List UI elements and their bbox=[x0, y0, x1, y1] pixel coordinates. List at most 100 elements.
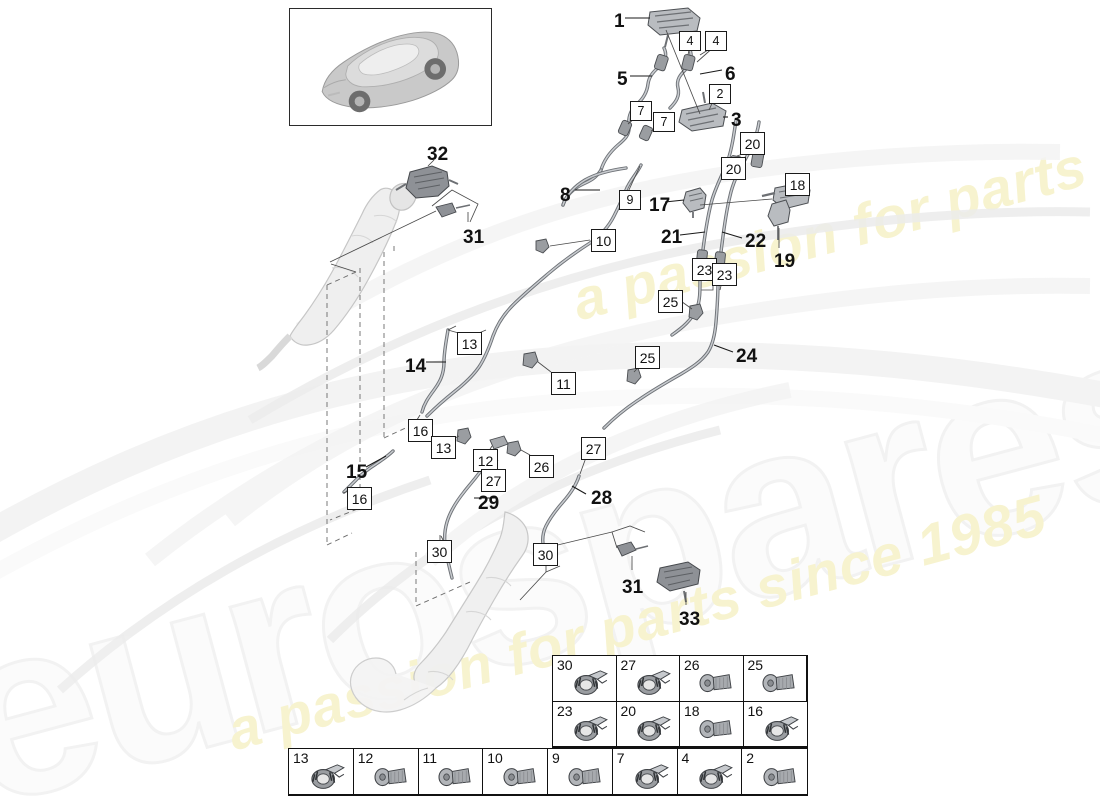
part-4b-clamp bbox=[681, 54, 696, 72]
legend-cell[interactable]: 7 bbox=[612, 749, 678, 795]
part-3-bracket bbox=[678, 91, 727, 132]
part-4a-clamp bbox=[653, 53, 669, 72]
legend-item-number: 18 bbox=[684, 702, 700, 719]
callout-box-20b[interactable]: 20 bbox=[721, 157, 746, 180]
callout-box-20a[interactable]: 20 bbox=[740, 132, 765, 155]
part-25b-clip bbox=[626, 367, 642, 385]
legend-item-number: 11 bbox=[422, 750, 438, 766]
callout-num-28[interactable]: 28 bbox=[591, 488, 613, 509]
legend-item-number: 20 bbox=[620, 702, 637, 719]
legend-cell[interactable]: 9 bbox=[548, 749, 613, 795]
legend-item-number: 23 bbox=[557, 702, 573, 719]
legend-item-number: 26 bbox=[684, 657, 700, 673]
callout-num-29[interactable]: 29 bbox=[478, 493, 500, 514]
legend-cell[interactable]: 18 bbox=[680, 701, 744, 747]
callout-box-23a[interactable]: 23 bbox=[692, 258, 717, 281]
legend-item-number: 7 bbox=[616, 750, 625, 766]
callout-box-7a[interactable]: 7 bbox=[630, 101, 652, 121]
legend-part-clamp-icon bbox=[305, 759, 347, 791]
callout-box-23b[interactable]: 23 bbox=[712, 263, 737, 286]
legend-item-number: 9 bbox=[552, 750, 560, 766]
callout-num-8[interactable]: 8 bbox=[560, 185, 571, 206]
callout-num-5[interactable]: 5 bbox=[617, 69, 628, 90]
legend-cell[interactable]: 2 bbox=[742, 749, 807, 795]
callout-box-26[interactable]: 26 bbox=[529, 455, 554, 478]
legend-cell[interactable]: 10 bbox=[483, 749, 548, 795]
legend-cell[interactable]: 26 bbox=[680, 656, 744, 702]
legend-item-number: 30 bbox=[557, 657, 573, 673]
part-10-clip bbox=[535, 238, 550, 254]
callout-box-16a[interactable]: 16 bbox=[408, 419, 433, 442]
callout-num-21[interactable]: 21 bbox=[661, 227, 683, 248]
part-33-bracket bbox=[656, 561, 701, 603]
legend-part-bolt-icon bbox=[759, 759, 801, 791]
legend-part-clamp-icon bbox=[759, 711, 801, 743]
part-12-bolt bbox=[489, 435, 509, 450]
legend-cell[interactable]: 4 bbox=[677, 749, 743, 795]
legend-item-number: 16 bbox=[747, 702, 764, 719]
legend-part-clamp-icon bbox=[629, 759, 671, 791]
callout-num-1[interactable]: 1 bbox=[614, 11, 625, 32]
callout-num-3[interactable]: 3 bbox=[731, 110, 742, 131]
callout-box-2[interactable]: 2 bbox=[709, 84, 731, 104]
legend-item-number: 2 bbox=[746, 750, 755, 766]
part-26-clip bbox=[506, 440, 522, 457]
callout-box-10[interactable]: 10 bbox=[591, 229, 616, 252]
part-25a-clip bbox=[688, 303, 704, 321]
callout-num-19[interactable]: 19 bbox=[774, 251, 796, 272]
callout-box-7b[interactable]: 7 bbox=[653, 112, 675, 132]
callout-box-30a[interactable]: 30 bbox=[427, 540, 452, 563]
legend-cell[interactable]: 12 bbox=[353, 749, 419, 795]
callout-box-13a[interactable]: 13 bbox=[457, 332, 482, 355]
callout-num-32[interactable]: 32 bbox=[427, 144, 449, 165]
legend-cell[interactable]: 25 bbox=[743, 656, 807, 702]
legend-part-clamp-icon bbox=[631, 665, 673, 697]
legend-part-bolt-icon bbox=[434, 759, 476, 791]
callout-box-30b[interactable]: 30 bbox=[533, 543, 558, 566]
legend-cell[interactable]: 30 bbox=[553, 656, 617, 702]
legend-cell[interactable]: 20 bbox=[616, 701, 680, 747]
callout-box-16b[interactable]: 16 bbox=[347, 487, 372, 510]
legend-item-number: 10 bbox=[487, 750, 503, 766]
callout-num-14[interactable]: 14 bbox=[405, 356, 427, 377]
callout-num-15[interactable]: 15 bbox=[346, 462, 368, 483]
legend-cell[interactable]: 23 bbox=[553, 701, 617, 747]
callout-box-4b[interactable]: 4 bbox=[705, 31, 727, 51]
legend-cell[interactable]: 16 bbox=[743, 701, 807, 747]
part-13b-clip bbox=[456, 427, 472, 445]
legend-part-bolt-icon bbox=[695, 711, 737, 743]
legend-part-clamp-icon bbox=[568, 711, 610, 743]
legend-cell[interactable]: 13 bbox=[289, 749, 354, 795]
callout-box-18[interactable]: 18 bbox=[785, 173, 810, 196]
part-31a-sensor bbox=[435, 202, 471, 218]
callout-num-17[interactable]: 17 bbox=[649, 195, 671, 216]
callout-num-6[interactable]: 6 bbox=[725, 64, 736, 85]
legend-part-bolt-icon bbox=[758, 665, 800, 697]
callout-box-25a[interactable]: 25 bbox=[658, 290, 683, 313]
legend-part-bolt-icon bbox=[695, 665, 737, 697]
legend-item-number: 27 bbox=[620, 657, 637, 673]
legend-item-number: 12 bbox=[357, 750, 374, 766]
vehicle-thumbnail bbox=[289, 8, 492, 126]
callout-num-22[interactable]: 22 bbox=[745, 231, 767, 252]
callout-num-33[interactable]: 33 bbox=[679, 609, 701, 630]
legend-part-bolt-icon bbox=[564, 759, 606, 791]
callout-num-24[interactable]: 24 bbox=[736, 346, 758, 367]
part-17-bracket bbox=[682, 187, 707, 218]
callout-box-13b[interactable]: 13 bbox=[431, 436, 456, 459]
callout-num-31b[interactable]: 31 bbox=[622, 577, 644, 598]
callout-box-9[interactable]: 9 bbox=[619, 190, 641, 210]
legend-cell[interactable]: 27 bbox=[616, 656, 680, 702]
callout-box-27b[interactable]: 27 bbox=[481, 469, 506, 492]
legend-item-number: 13 bbox=[293, 750, 309, 766]
callout-box-11[interactable]: 11 bbox=[551, 372, 576, 395]
callout-box-4a[interactable]: 4 bbox=[679, 31, 701, 51]
callout-box-25b[interactable]: 25 bbox=[635, 346, 660, 369]
legend-part-clamp-icon bbox=[693, 759, 735, 791]
callout-num-31a[interactable]: 31 bbox=[463, 227, 485, 248]
callout-box-27a[interactable]: 27 bbox=[581, 437, 606, 460]
part-7b-clamp bbox=[638, 124, 654, 142]
legend-cell[interactable]: 11 bbox=[418, 749, 484, 795]
